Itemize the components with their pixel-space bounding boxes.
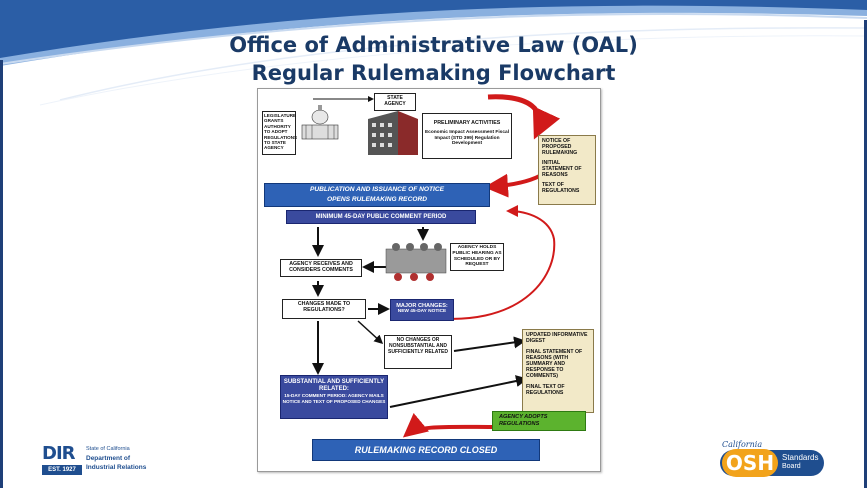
slide-title-line2: Regular Rulemaking Flowchart (251, 61, 616, 85)
major-changes-box: MAJOR CHANGES: NEW 45-DAY NOTICE (390, 299, 454, 321)
changes-made-box: CHANGES MADE TO REGULATIONS? (282, 299, 366, 319)
dir-logo-dept2: Industrial Relations (86, 464, 147, 471)
publication-line1: PUBLICATION AND ISSUANCE OF NOTICE (309, 186, 445, 193)
preliminary-items: Economic Impact Assessment Fiscal Impact… (424, 130, 510, 147)
legislature-box: LEGISLATURE GRANTS AUTHORITY TO ADOPT RE… (262, 111, 297, 155)
publication-banner: PUBLICATION AND ISSUANCE OF NOTICE OPENS… (264, 183, 490, 207)
dir-logo-est: EST. 1927 (42, 465, 82, 475)
agency-adopts-box: AGENCY ADOPTS REGULATIONS (492, 411, 586, 431)
hearing-icon (385, 243, 447, 281)
public-hearing-box: AGENCY HOLDS PUBLIC HEARING AS SCHEDULED… (450, 243, 504, 271)
publication-line2: OPENS RULEMAKING RECORD (326, 196, 427, 203)
major-changes-title: MAJOR CHANGES: (396, 303, 448, 309)
osh-logo-script: California (722, 440, 763, 449)
header-swoosh (0, 0, 867, 106)
final-scroll-item: FINAL TEXT OF REGULATIONS (526, 384, 565, 396)
final-scroll-item: FINAL STATEMENT OF REASONS (WITH SUMMARY… (526, 349, 583, 379)
comment-period-box: MINIMUM 45-DAY PUBLIC COMMENT PERIOD (286, 210, 476, 224)
osh-logo-mark: OSH (722, 449, 778, 477)
major-changes-sub: NEW 45-DAY NOTICE (397, 309, 447, 315)
dir-logo-mark: DIR (42, 443, 76, 464)
substantial-box: SUBSTANTIAL AND SUFFICIENTLY RELATED: 15… (280, 375, 388, 419)
notice-scroll-item: NOTICE OF PROPOSED RULEMAKING (542, 138, 578, 156)
notice-scroll-item: TEXT OF REGULATIONS (542, 182, 580, 194)
dir-logo: DIR EST. 1927 State of California Depart… (40, 441, 190, 481)
dir-logo-dept1: Department of (86, 455, 131, 462)
slide-title-line1: Office of Administrative Law (OAL) (229, 33, 638, 57)
final-scroll-item: UPDATED INFORMATIVE DIGEST (526, 332, 588, 344)
slide-left-border (0, 60, 3, 488)
record-closed-banner: RULEMAKING RECORD CLOSED (312, 439, 540, 461)
capitol-icon (301, 105, 339, 140)
flowchart: LEGISLATURE GRANTS AUTHORITY TO ADOPT RE… (257, 88, 601, 472)
notice-scroll: NOTICE OF PROPOSED RULEMAKING INITIAL ST… (538, 135, 596, 205)
receives-comments-box: AGENCY RECEIVES AND CONSIDERS COMMENTS (280, 259, 362, 277)
dir-logo-state: State of California (86, 446, 130, 452)
notice-scroll-item: INITIAL STATEMENT OF REASONS (542, 160, 582, 178)
substantial-title: SUBSTANTIAL AND SUFFICIENTLY RELATED: (283, 379, 385, 392)
osh-logo-line1: Standards (782, 453, 819, 462)
slide-right-border (864, 20, 867, 488)
flowchart-connectors (301, 94, 561, 438)
substantial-sub: 15-DAY COMMENT PERIOD: AGENCY MAILS NOTI… (282, 393, 386, 404)
final-scroll: UPDATED INFORMATIVE DIGEST FINAL STATEME… (522, 329, 594, 413)
osh-logo: California OSH Standards Board (718, 440, 828, 484)
preliminary-title: PRELIMINARY ACTIVITIES (433, 120, 501, 126)
state-agency-box: STATE AGENCY (374, 93, 416, 111)
agency-building-icon (368, 111, 418, 155)
osh-logo-line2: Board (782, 463, 801, 470)
preliminary-activities-box: PRELIMINARY ACTIVITIES Economic Impact A… (422, 113, 512, 159)
no-changes-box: NO CHANGES OR NONSUBSTANTIAL AND SUFFICI… (384, 335, 452, 369)
